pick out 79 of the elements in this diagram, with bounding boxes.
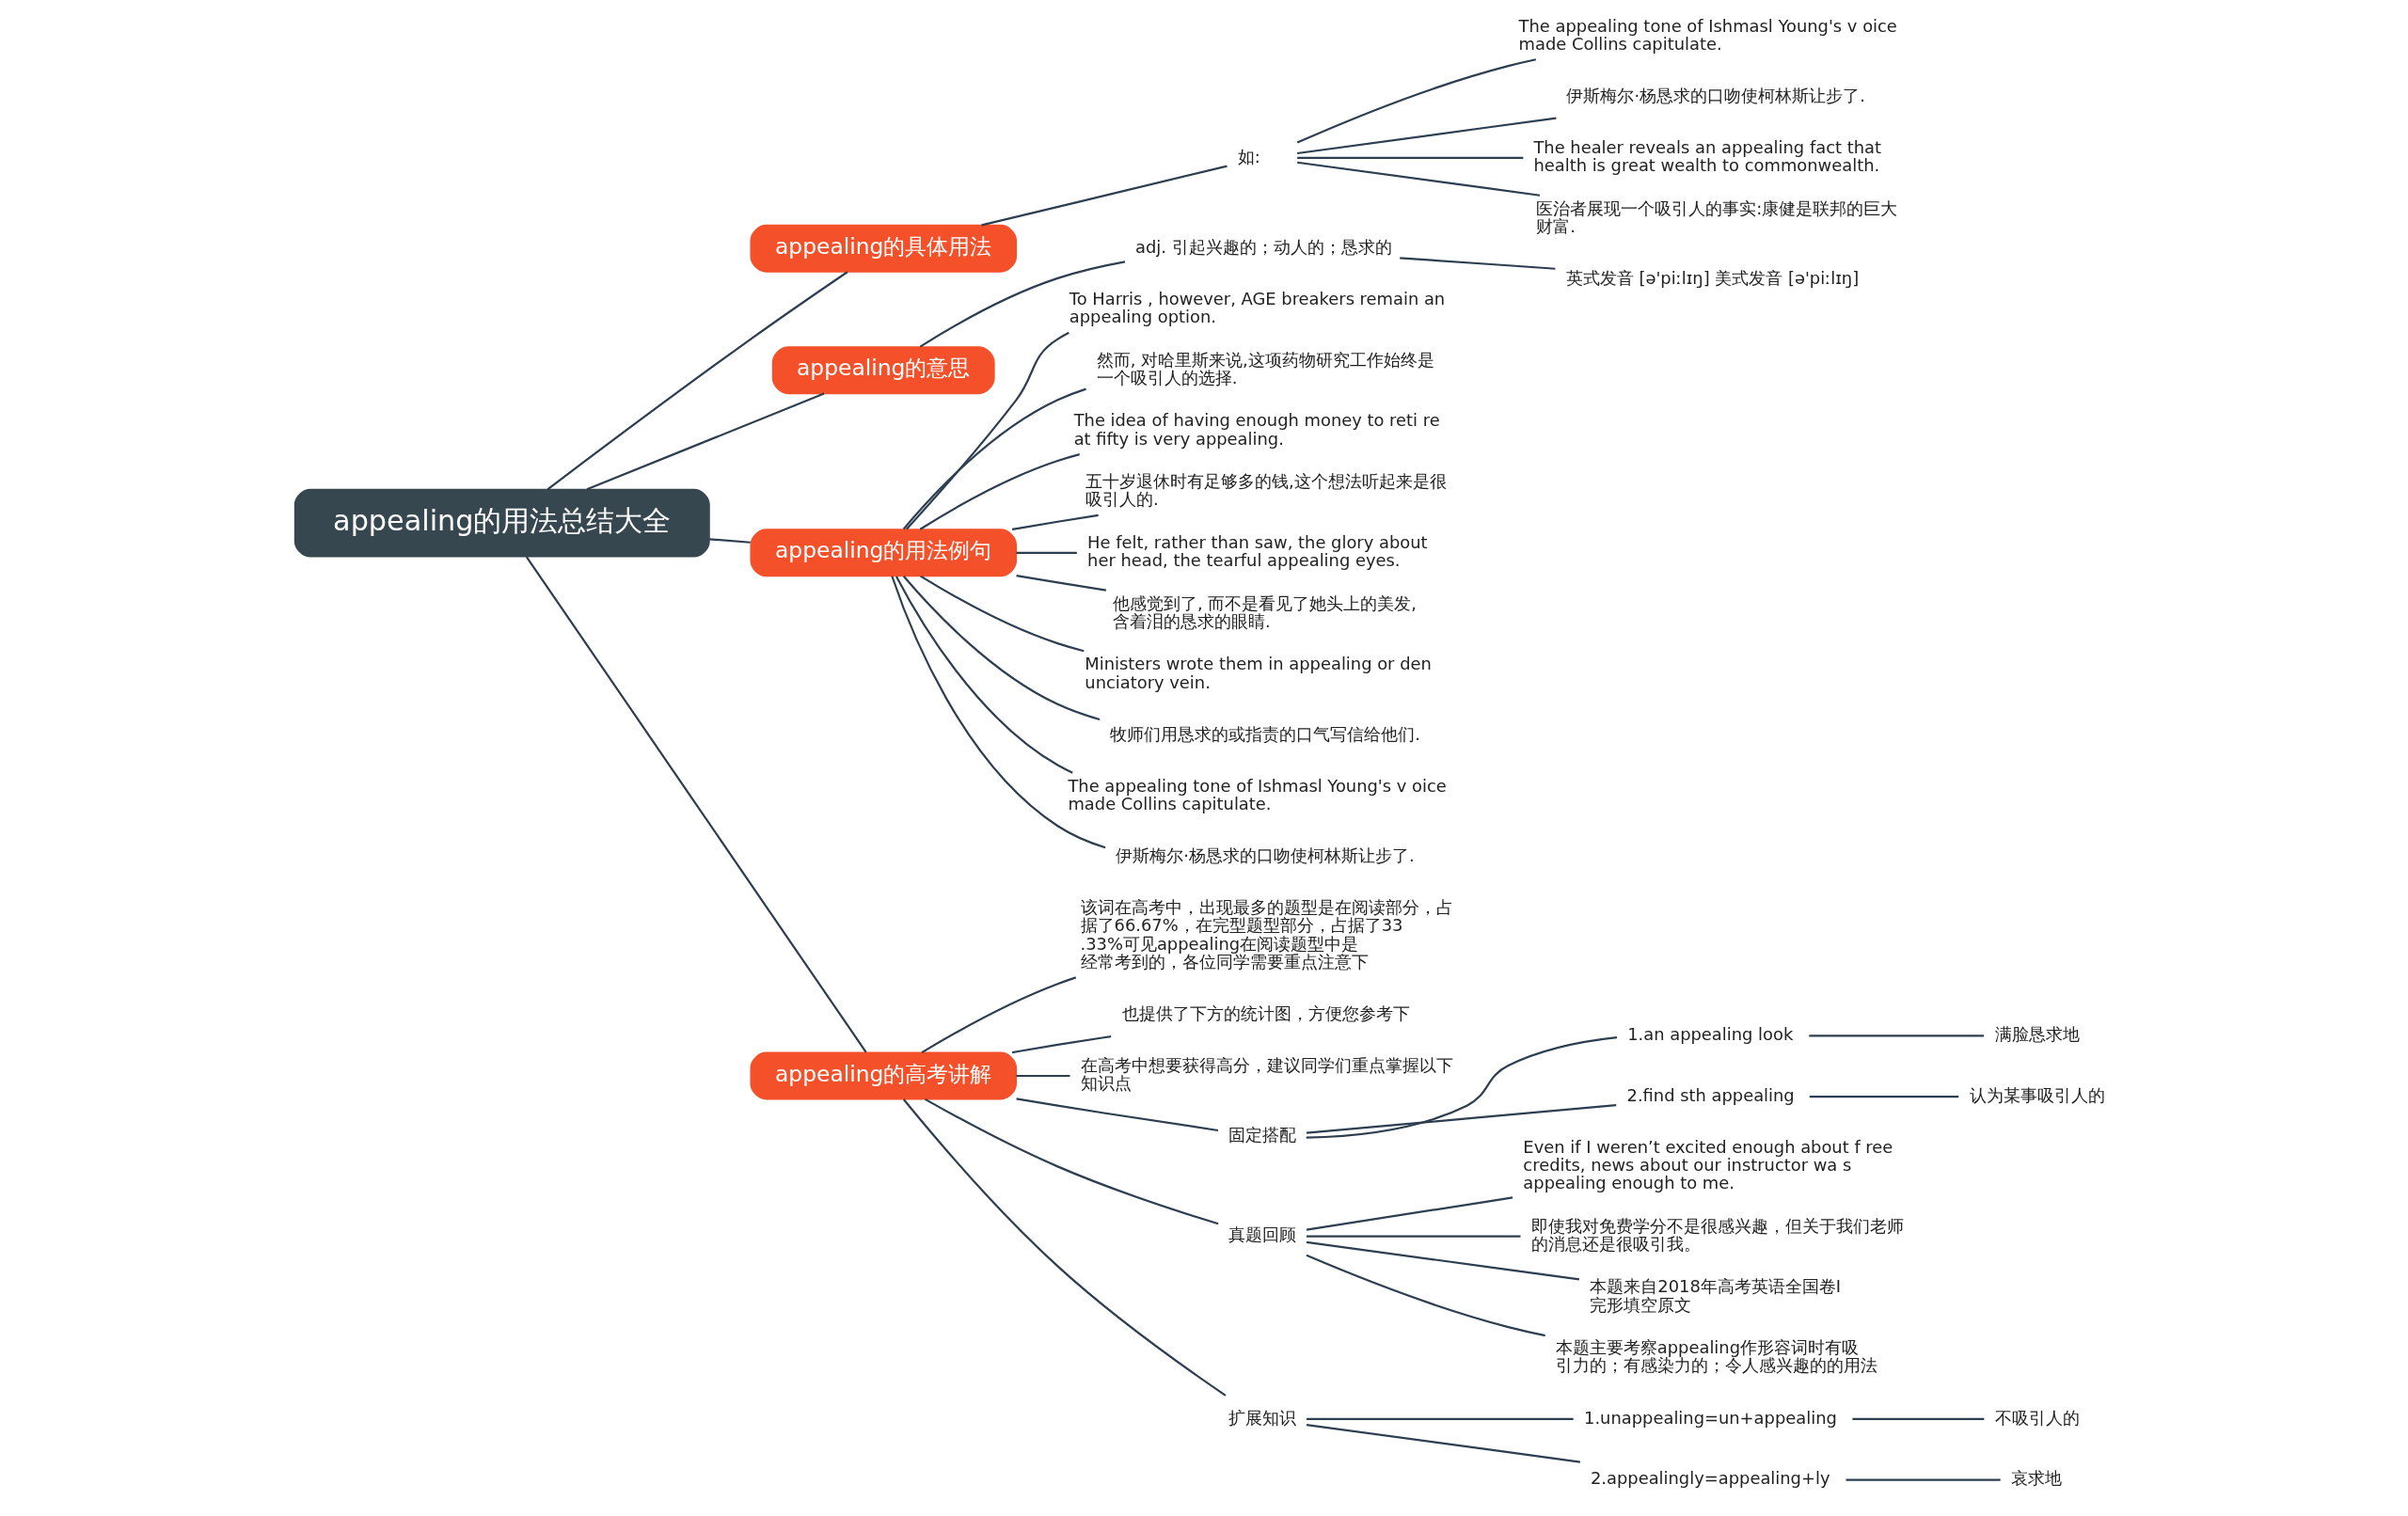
connector [547, 271, 848, 491]
connector [981, 165, 1228, 227]
connector [920, 575, 1085, 653]
node-text: 本题主要考察appealing作形容词时有吸引力的；有感染力的；令人感兴趣的的用法 [1555, 1337, 1877, 1376]
connector [1016, 551, 1077, 554]
node-text: 不吸引人的 [1994, 1407, 2080, 1428]
connector [1307, 1235, 1521, 1238]
connector [1297, 161, 1541, 197]
node-box: appealing的用法例句 [750, 529, 1018, 577]
node-box: appealing的用法总结大全 [293, 488, 710, 558]
connector [1016, 575, 1107, 592]
node-text: Even if I weren’t excited enough about f ree credits, news about our instructor wa s appealing enough to me. [1523, 1136, 1893, 1193]
connector [891, 576, 1106, 849]
node-box: appealing的高考讲解 [750, 1051, 1018, 1100]
connector [1297, 117, 1557, 155]
node-text: 牧师们用恳求的或指责的口气写信给他们. [1110, 723, 1420, 744]
node-text: 在高考中想要获得高分，建议同学们重点掌握以下知识点 [1080, 1055, 1453, 1094]
node-text: adj. 引起兴趣的；动人的；恳求的 [1135, 236, 1392, 257]
connector [1306, 1196, 1513, 1231]
node-text: The appealing tone of Ishmasl Young's v oice made Collins capitulate. [1518, 15, 1897, 54]
connector [1852, 1417, 1985, 1420]
node-text: 然而, 对哈里斯来说,这项药物研究工作始终是一个吸引人的选择. [1096, 349, 1434, 387]
node-text: 医治者展现一个吸引人的事实:康健是联邦的巨大财富. [1536, 197, 1898, 236]
node-text: 真题回顾 [1228, 1224, 1297, 1245]
connector [902, 576, 1101, 721]
connector [1306, 1254, 1545, 1337]
connector [1809, 1034, 1985, 1037]
node-text: 本题来自2018年高考英语全国卷I 完形填空原文 [1590, 1276, 1842, 1315]
connector [1016, 1074, 1070, 1078]
connector [919, 453, 1080, 530]
node-text: 2.find sth appealing [1626, 1084, 1795, 1105]
connector [1011, 513, 1099, 530]
node-text: 2.appealingly=appealing+ly [1590, 1468, 1830, 1489]
node-text: 如: [1237, 146, 1260, 166]
node-text: He felt, rather than saw, the glory about her head, the tearful appealing eyes. [1087, 531, 1428, 571]
node-text: To Harris , however, AGE breakers remain an appealing option. [1069, 288, 1446, 327]
node-box: appealing的意思 [771, 346, 995, 395]
node-text: 伊斯梅尔·杨恳求的口吻使柯林斯让步了. [1566, 85, 1865, 105]
connector [1016, 1098, 1219, 1132]
node-text: 也提供了下方的统计图，方便您参考下 [1121, 1003, 1410, 1023]
node-text: 英式发音 [ə'piːlɪŋ] 美式发音 [ə'piːlɪŋ] [1565, 267, 1860, 288]
connector [921, 976, 1077, 1054]
connector [1846, 1478, 2001, 1481]
connector [1400, 257, 1556, 270]
node-text: 该词在高考中，出现最多的题型是在阅读部分，占据了66.67%，在完型题型部分，占据了33.33%可见appealing在阅读题型中是经常考到的，各位同学需要重点注意下 [1080, 897, 1453, 971]
connector [1307, 1417, 1574, 1420]
connector [1809, 1095, 1959, 1098]
connector [1296, 58, 1537, 144]
node-text: 伊斯梅尔·杨恳求的口吻使柯林斯让步了. [1116, 845, 1415, 865]
connector [925, 1098, 1219, 1225]
node-text: 1.unappealing=un+appealing [1584, 1407, 1837, 1428]
node-box: appealing的具体用法 [750, 224, 1018, 273]
node-text: The appealing tone of Ishmasl Young's v oice made Collins capitulate. [1068, 775, 1447, 813]
connector [1306, 1423, 1581, 1463]
connector [902, 387, 1086, 530]
connector [906, 331, 1069, 530]
connector [902, 1098, 1227, 1397]
node-text: 扩展知识 [1228, 1407, 1297, 1428]
node-text: 固定搭配 [1228, 1125, 1297, 1145]
connector [1297, 156, 1524, 159]
node-text: Ministers wrote them in appealing or den unciatory vein. [1085, 654, 1432, 692]
node-text: 哀求地 [2010, 1468, 2062, 1489]
connector [919, 261, 1126, 348]
node-text: 认为某事吸引人的 [1969, 1084, 2105, 1105]
node-text: 他感觉到了, 而不是看见了她头上的美发, 含着泪的恳求的眼睛. [1112, 592, 1417, 631]
connector [1306, 1104, 1617, 1134]
connector [709, 538, 751, 544]
node-text: 满脸恳求地 [1994, 1024, 2080, 1044]
connector [1011, 1034, 1112, 1054]
node-text: The idea of having enough money to reti re at fifty is very appealing. [1073, 410, 1440, 449]
node-text: 即使我对免费学分不是很感兴趣，但关于我们老师的消息还是很吸引我。 [1530, 1215, 1904, 1255]
connector [586, 392, 825, 491]
node-text: 五十岁退休时有足够多的钱,这个想法听起来是很吸引人的. [1085, 471, 1447, 510]
node-text: The healer reveals an appealing fact that health is great wealth to commonwealth. [1533, 136, 1881, 176]
connector [1306, 1240, 1580, 1281]
connector [1306, 1036, 1618, 1139]
connector [525, 556, 867, 1053]
node-text: 1.an appealing look [1627, 1024, 1794, 1044]
connector [895, 576, 1073, 774]
